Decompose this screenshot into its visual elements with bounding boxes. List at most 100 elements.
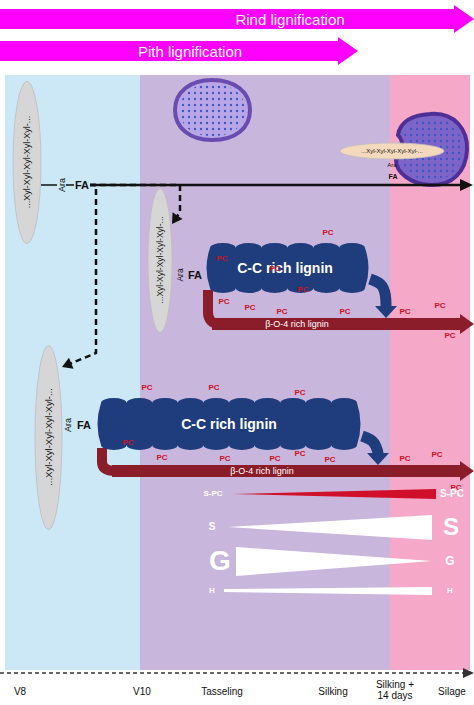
pc-marker: PC — [434, 302, 445, 310]
lignin-transition-arrow — [362, 436, 389, 465]
lignin-block: C-C rich lignin — [96, 398, 362, 450]
stage-tick-label: Silking + 14 days — [372, 679, 418, 701]
h-unit-wedge — [224, 587, 432, 595]
dashed-arrow — [62, 185, 96, 369]
pc-marker: PC — [339, 308, 350, 316]
xylan-chain: ...Xyl-Xyl-Xyl-Xyl-Xyl-... Ara FA — [12, 80, 90, 245]
pc-marker: PC — [244, 304, 255, 312]
node-text: ...Xyl-Xyl-Xyl-Xyl-Xyl-... — [361, 148, 423, 154]
connector-line — [90, 185, 180, 217]
g-unit-wedge — [236, 547, 432, 576]
pc-marker: PC — [324, 456, 335, 464]
scalloped-shape — [97, 398, 360, 450]
node-outline — [212, 318, 474, 330]
stage-tick-label: V10 — [133, 687, 151, 697]
stage-tick-label: Silage — [438, 687, 466, 697]
unit-label: S — [209, 522, 216, 532]
pc-marker: PC — [297, 286, 308, 294]
lignin-arrow: β-O-4 rich lignin — [212, 318, 474, 330]
ellipse-shape — [340, 143, 444, 159]
pc-marker: PC — [399, 308, 410, 316]
node-text: FA — [389, 173, 398, 180]
node-text: ...Xyl-Xyl-Xyl-Xyl-Xyl-... — [23, 116, 32, 209]
node-text: Ara — [58, 178, 67, 192]
xylan-chain: ...Xyl-Xyl-Xyl-Xyl-Xyl-... AraFA — [340, 143, 445, 183]
connector-line — [70, 185, 96, 364]
pc-marker: PC — [294, 389, 305, 397]
dashed-arrow — [90, 185, 183, 224]
unit-label: S-PC — [203, 490, 222, 498]
pc-marker: PC — [431, 451, 442, 459]
scalloped-shape — [207, 243, 369, 293]
bond-line — [66, 184, 74, 186]
lignin-arrow: β-O-4 rich lignin — [112, 465, 474, 477]
node-text: β-O-4 rich lignin — [230, 467, 294, 476]
pc-marker: PC — [122, 439, 133, 447]
pc-marker: PC — [216, 255, 227, 263]
pith-cross-section — [175, 80, 250, 140]
lignification-arrow: Pith lignification — [0, 38, 358, 64]
stage-band-mid — [140, 75, 390, 670]
arrow-head — [367, 453, 389, 465]
pc-marker: PC — [322, 229, 333, 237]
node-text: Ara — [176, 268, 185, 281]
node-text: Rind lignification — [235, 12, 344, 27]
lignin-transition-arrow — [370, 279, 397, 318]
unit-label: H — [447, 587, 453, 595]
unit-label: H — [209, 587, 215, 595]
unit-label: S — [443, 515, 459, 539]
bond-line — [41, 184, 57, 186]
node-text: Pith lignification — [138, 44, 242, 59]
node-text: C-C rich lignin — [181, 417, 277, 431]
arrow-shape — [0, 37, 358, 65]
lignification-arrow: Rind lignification — [0, 6, 474, 32]
pc-marker: PC — [269, 265, 280, 273]
pc-marker: PC — [276, 308, 287, 316]
arrow-shape — [0, 5, 474, 33]
node-text: FA — [77, 420, 91, 431]
stage-tick-label: V8 — [14, 687, 26, 697]
stage-band-late — [390, 75, 470, 670]
ellipse-shape — [148, 189, 172, 333]
arrow-head — [172, 212, 183, 224]
vascular-bundles — [180, 84, 245, 136]
pc-marker: PC — [219, 455, 230, 463]
node-text: Ara — [64, 418, 73, 432]
node-text: β-O-4 rich lignin — [265, 320, 329, 329]
arrow-shape — [212, 314, 474, 334]
node-text: ...Xyl-Xyl-Xyl-Xyl-Xyl-... — [44, 388, 54, 486]
pc-marker: PC — [156, 454, 167, 462]
arrow-head — [62, 358, 74, 369]
stage-tick-label: Tasseling — [201, 687, 243, 697]
pc-marker: PC — [269, 455, 280, 463]
s-unit-wedge — [228, 515, 432, 540]
xylan-chain: ...Xyl-Xyl-Xyl-Xyl-Xyl-...AraFA — [35, 345, 62, 530]
node-text: ...Xyl-Xyl-Xyl-Xyl-Xyl-... — [156, 216, 165, 303]
stage-tick-label: Silking — [318, 687, 347, 697]
ellipse-shape — [35, 346, 62, 530]
arrow-head — [463, 668, 474, 678]
s-pc-wedge — [232, 489, 436, 499]
node-text: FA — [75, 180, 89, 191]
pc-marker: PC — [399, 455, 410, 463]
pc-marker: PC — [294, 450, 305, 458]
stage-band-early — [5, 75, 140, 670]
pc-marker: PC — [218, 298, 229, 306]
pc-marker: PC — [444, 332, 455, 340]
connector-line — [370, 279, 386, 307]
ellipse-shape — [13, 82, 41, 244]
node-text: Ara — [387, 162, 396, 168]
fa-timeline-arrow — [90, 184, 462, 187]
pc-marker: PC — [208, 384, 219, 392]
arrow-head — [375, 306, 397, 318]
unit-label: G — [209, 547, 231, 575]
node-text: C-C rich lignin — [237, 261, 333, 275]
node-text: FA — [188, 270, 202, 281]
arrow-head — [460, 179, 473, 191]
unit-label: G — [445, 555, 454, 567]
